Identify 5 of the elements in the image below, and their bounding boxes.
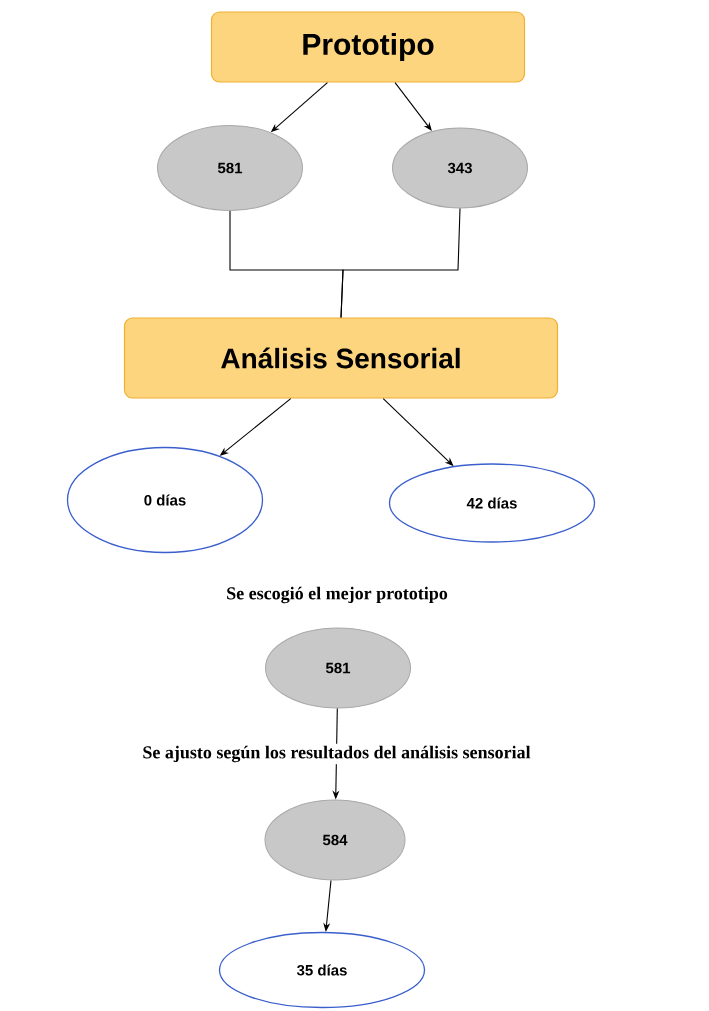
edge-label: Se ajusto según los resultados del análisis sensorial: [140, 743, 533, 765]
connector-line: [340, 207, 461, 318]
note-text: Se escogió el mejor prototipo: [227, 586, 448, 604]
process-box: Análisis Sensorial: [123, 317, 559, 399]
process-box: Prototipo: [210, 11, 526, 83]
